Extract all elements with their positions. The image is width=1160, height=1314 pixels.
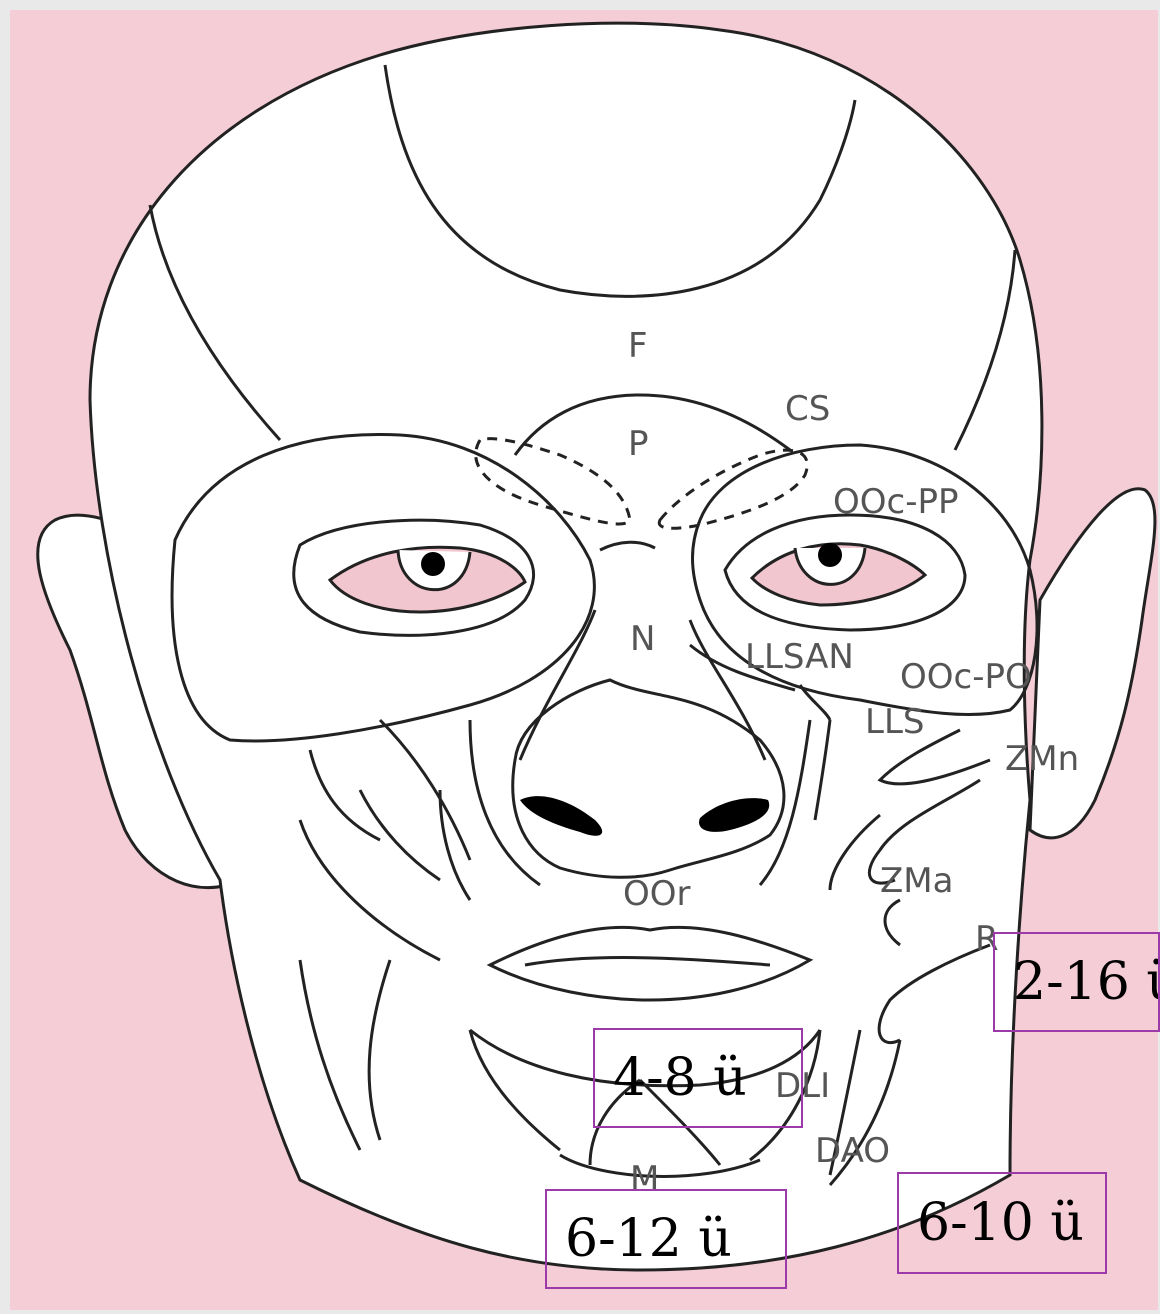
label-n: N [630,619,655,659]
label-lls: LLS [865,702,924,742]
dose-box-mentalis: 6-12 ü [545,1189,787,1289]
dose-box-risorius: 2-16 ü [993,932,1160,1032]
label-zmn: ZMn [1005,739,1079,779]
label-dao: DAO [815,1131,890,1171]
label-p: P [628,424,649,464]
right-pupil [818,543,842,567]
label-oor: OOr [623,874,691,914]
dose-box-dli: 4-8 ü [593,1028,803,1128]
label-ooc-po: OOc-PO [900,657,1032,697]
label-cs: CS [785,389,830,429]
label-f: F [628,326,648,366]
left-pupil [421,552,445,576]
label-ooc-pp: OOc-PP [833,482,959,522]
label-llsan: LLSAN [745,637,854,677]
dose-box-dao: 6-10 ü [897,1172,1107,1274]
label-zma: ZMa [880,861,953,901]
